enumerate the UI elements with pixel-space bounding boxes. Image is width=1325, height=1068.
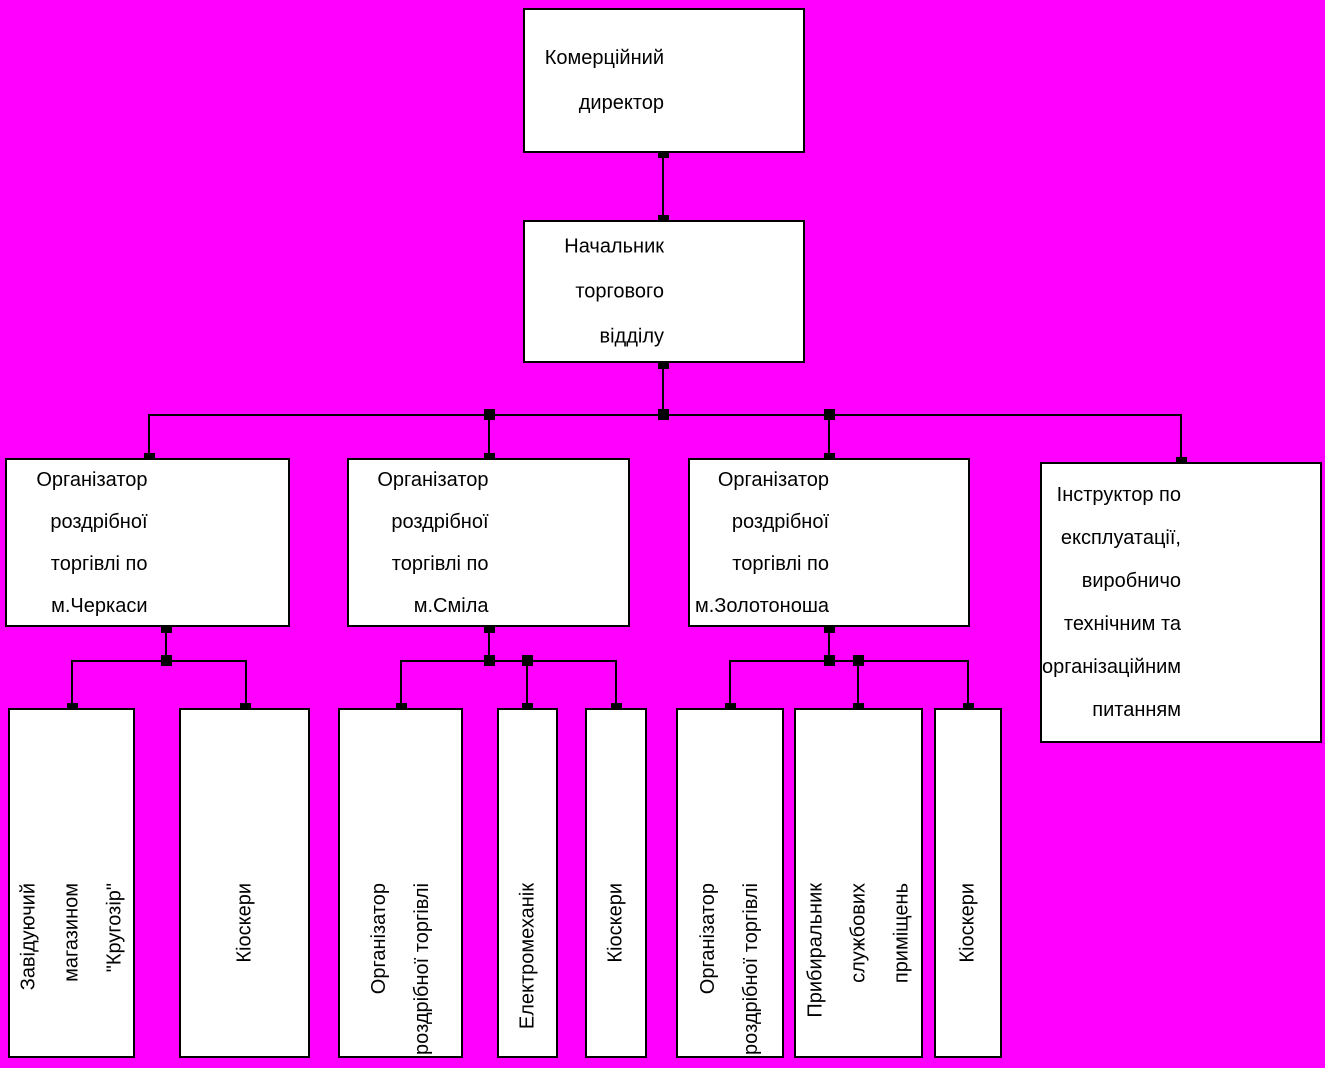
connector-head-stem [662, 363, 664, 416]
node-instructor[interactable]: Інструктор по експлуатації, виробничо те… [1040, 462, 1322, 743]
node-retail-organizer-smila-sub[interactable]: Організатор роздрібної торгівлі [338, 708, 463, 1058]
connection-handle [161, 622, 172, 633]
connection-handle [161, 655, 172, 666]
node-kioskery-cherkasy[interactable]: Кіоскери [179, 708, 310, 1058]
connection-handle [484, 409, 495, 420]
connection-handle [824, 409, 835, 420]
connector-drop-cleaner [857, 660, 859, 708]
node-shop-manager-krugozir[interactable]: Завідуючий магазином "Кругозір" [8, 708, 135, 1058]
node-retail-organizer-zolotonosha[interactable]: Організатор роздрібної торгівлі по м.Зол… [688, 458, 970, 627]
connector-drop-kioskery-cherkasy [245, 660, 247, 708]
node-label: Організатор роздрібної торгівлі по м.Чер… [36, 468, 148, 617]
node-label: Комерційний директор [544, 46, 664, 114]
node-label: Інструктор по експлуатації, виробничо те… [1042, 483, 1182, 721]
node-commercial-director[interactable]: Комерційний директор [523, 8, 805, 153]
node-label: Організатор роздрібної торгівлі по м.Смі… [377, 468, 489, 617]
connector-cherkasy-stem [165, 627, 167, 661]
node-label: Електромеханік [516, 883, 538, 1030]
node-label: Організатор роздрібної торгівлі по м.Зол… [694, 468, 829, 617]
connection-handle [853, 655, 864, 666]
node-electrician[interactable]: Електромеханік [497, 708, 558, 1058]
node-kioskery-smila[interactable]: Кіоскери [585, 708, 647, 1058]
node-label: Завідуючий магазином "Кругозір" [17, 883, 125, 991]
connector-drop-zolotonosha [828, 414, 830, 459]
connection-handle [824, 655, 835, 666]
node-label: Прибиральник службових приміщень [804, 883, 912, 1018]
connector-cherkasy-bus [71, 660, 247, 662]
node-label: Кіоскери [956, 883, 979, 963]
node-retail-organizer-cherkasy[interactable]: Організатор роздрібної торгівлі по м.Чер… [5, 458, 290, 627]
connection-handle [658, 409, 669, 420]
connector-drop-shop-manager [71, 660, 73, 708]
connector-drop-electrician [526, 660, 528, 708]
node-label: Організатор роздрібної торгівлі [367, 883, 433, 1055]
connection-handle [824, 622, 835, 633]
connector-director-to-head [662, 152, 664, 220]
connector-drop-smila [488, 414, 490, 459]
node-kioskery-zolotonosha[interactable]: Кіоскери [934, 708, 1002, 1058]
connector-smila-bus [400, 660, 617, 662]
connector-drop-org-retail-smila [400, 660, 402, 708]
connector-drop-kioskery-zolotonosha [967, 660, 969, 708]
connection-handle [658, 358, 669, 369]
connector-smila-stem [488, 627, 490, 661]
connector-zolotonosha-bus [729, 660, 969, 662]
node-cleaner[interactable]: Прибиральник службових приміщень [794, 708, 923, 1058]
node-retail-organizer-zolotonosha-sub[interactable]: Організатор роздрібної торгівлі [676, 708, 784, 1058]
connector-drop-cherkasy [148, 414, 150, 459]
node-label: Організатор роздрібної торгівлі [697, 883, 762, 1055]
connector-drop-org-retail-zolotonosha [729, 660, 731, 708]
node-head-of-trade-department[interactable]: Начальник торгового відділу [523, 220, 805, 363]
connection-handle [484, 655, 495, 666]
connector-drop-kioskery-smila [615, 660, 617, 708]
connection-handle [522, 655, 533, 666]
connector-drop-instructor [1180, 414, 1182, 463]
node-retail-organizer-smila[interactable]: Організатор роздрібної торгівлі по м.Смі… [347, 458, 630, 627]
connection-handle [484, 622, 495, 633]
node-label: Кіоскери [604, 883, 627, 963]
node-label: Начальник торгового відділу [564, 235, 664, 347]
node-label: Кіоскери [233, 883, 255, 963]
connector-zolotonosha-stem [828, 627, 830, 661]
